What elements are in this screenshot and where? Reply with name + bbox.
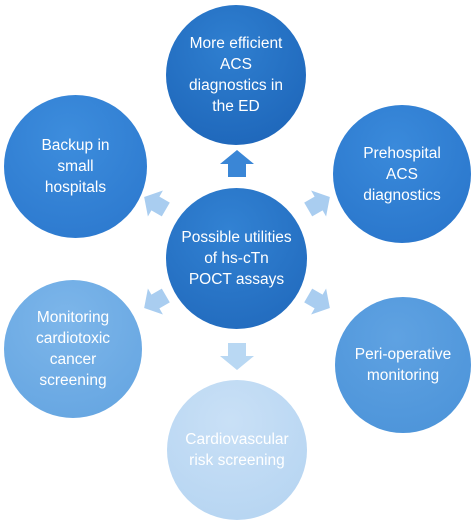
node-label: Backup in small hospitals bbox=[41, 137, 110, 196]
node-label: Cardiovascular risk screening bbox=[185, 431, 289, 469]
arrow-to-left-icon bbox=[144, 190, 170, 217]
node-label: Prehospital ACS diagnostics bbox=[363, 144, 441, 204]
node-monitoring-cardiotoxic: Monitoring cardiotoxic cancer screening bbox=[4, 280, 142, 418]
center-label: Possible utilities of hs-cTn POCT assays bbox=[181, 229, 292, 288]
node-label: More efficient ACS diagnostics in the ED bbox=[189, 35, 283, 115]
arrow-to-top-icon bbox=[220, 150, 254, 177]
node-center-possible-utilities: Possible utilities of hs-cTn POCT assays bbox=[166, 188, 307, 329]
arrow-to-bottom-right-icon bbox=[304, 288, 330, 315]
node-peri-operative-monitoring: Peri-operative monitoring bbox=[335, 297, 471, 433]
node-backup-small-hospitals: Backup in small hospitals bbox=[4, 95, 147, 238]
node-label: Peri-operative monitoring bbox=[354, 346, 452, 384]
node-prehospital-acs-diagnostics: Prehospital ACS diagnostics bbox=[333, 105, 471, 243]
node-efficient-acs-diagnostics: More efficient ACS diagnostics in the ED bbox=[166, 5, 306, 145]
arrow-to-bottom-left-icon bbox=[144, 288, 170, 315]
arrow-to-right-icon bbox=[304, 190, 330, 217]
node-label: Monitoring cardiotoxic cancer screening bbox=[35, 309, 111, 389]
arrow-to-bottom-icon bbox=[220, 343, 254, 370]
node-cardiovascular-risk-screening: Cardiovascular risk screening bbox=[167, 380, 307, 520]
